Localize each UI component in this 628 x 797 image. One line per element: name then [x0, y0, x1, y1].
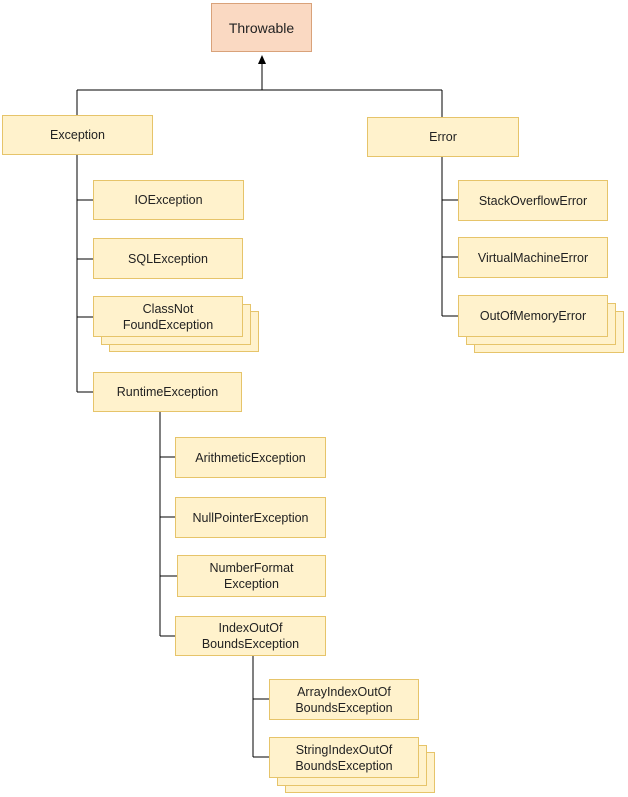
numberformatexception-label: NumberFormat Exception	[209, 561, 294, 591]
throwable-label: Throwable	[228, 19, 295, 36]
exception-node: Exception	[2, 115, 153, 155]
ioexception-label: IOException	[134, 193, 203, 207]
arithmeticexception-node: ArithmeticException	[175, 437, 326, 478]
error-label: Error	[429, 130, 457, 144]
runtimeexception-node: RuntimeException	[93, 372, 242, 412]
classnotfound-label: ClassNot FoundException	[122, 301, 214, 332]
throwable-node: Throwable	[211, 3, 312, 52]
arrowhead-icon	[258, 55, 266, 64]
ioexception-node: IOException	[93, 180, 244, 220]
arrayindexoutofbounds-label: ArrayIndexOutOf BoundsException	[295, 684, 393, 715]
nullpointerexception-label: NullPointerException	[192, 510, 309, 525]
indexoutofbounds-label: IndexOutOf BoundsException	[201, 621, 300, 651]
runtimeexception-label: RuntimeException	[116, 385, 219, 399]
indexoutofbounds-node: IndexOutOf BoundsException	[175, 616, 326, 656]
outofmemoryerror-label: OutOfMemoryError	[479, 309, 587, 323]
exception-label: Exception	[50, 128, 105, 142]
stringindexoutofbounds-label: StringIndexOutOf BoundsException	[295, 742, 393, 773]
sqlexception-label: SQLException	[128, 251, 208, 266]
outofmemoryerror-node: OutOfMemoryError	[458, 295, 608, 337]
error-node: Error	[367, 117, 519, 157]
stringindexoutofbounds-node: StringIndexOutOf BoundsException	[269, 737, 419, 778]
stackoverflowerror-node: StackOverflowError	[458, 180, 608, 221]
arrayindexoutofbounds-node: ArrayIndexOutOf BoundsException	[269, 679, 419, 720]
classnotfound-node: ClassNot FoundException	[93, 296, 243, 337]
virtualmachineerror-node: VirtualMachineError	[458, 237, 608, 278]
virtualmachineerror-label: VirtualMachineError	[477, 250, 589, 265]
sqlexception-node: SQLException	[93, 238, 243, 279]
stackoverflowerror-label: StackOverflowError	[478, 193, 588, 208]
numberformatexception-node: NumberFormat Exception	[177, 555, 326, 597]
nullpointerexception-node: NullPointerException	[175, 497, 326, 538]
arithmeticexception-label: ArithmeticException	[195, 450, 306, 465]
